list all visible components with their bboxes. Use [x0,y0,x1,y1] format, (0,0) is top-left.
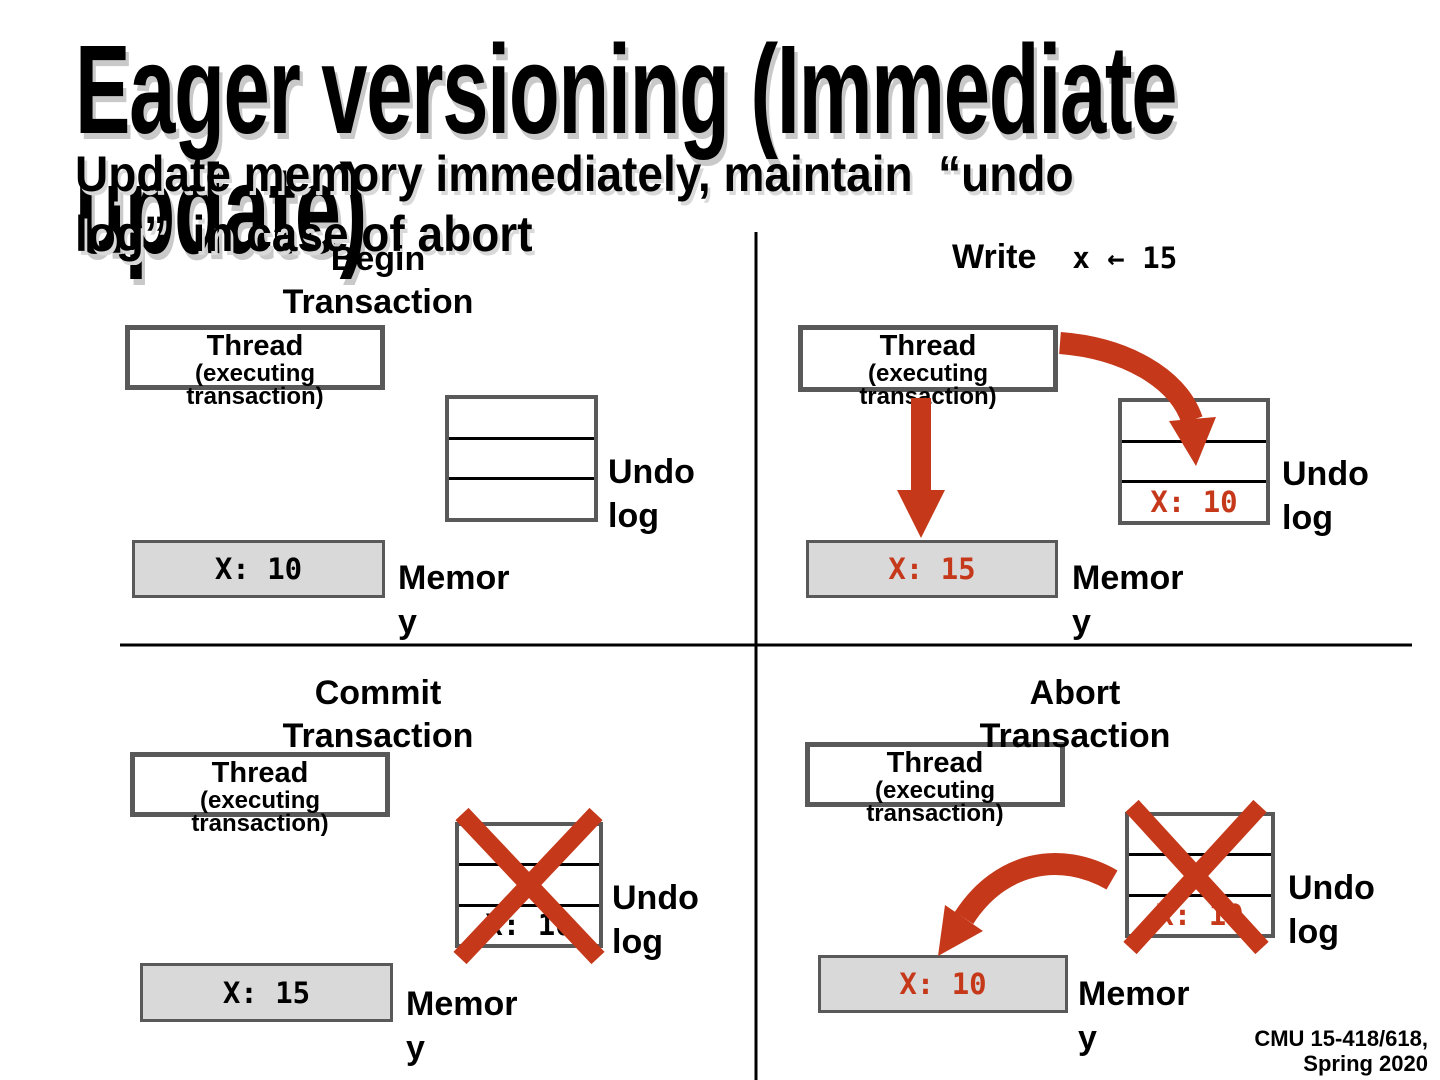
thread-sublabel-line1: (executing [867,360,989,387]
undo-log-label-line2: log [608,497,659,535]
memory-value: X: 15 [888,552,976,586]
course-footer-line1: CMU 15-418/618, [1254,1026,1428,1051]
slide-title-line2: update) [75,139,367,280]
undo-log-row [449,436,594,478]
thread-label: Thread [886,747,984,779]
undo-log-row [1122,439,1266,481]
write-heading-expression: x ← 15 [1072,241,1178,275]
memory-label-line2: y [1072,603,1091,641]
slide-subtitle-line1: Update memory immediately, maintain “und… [75,146,1074,202]
memory-box: X: 10 [818,955,1068,1013]
undo-log-table: X: 10 [1118,398,1270,525]
memory-label-line2: y [398,603,417,641]
undo-log-table: X: 10 [455,822,603,948]
undo-log-value: X: 10 [1156,898,1244,933]
thread-label: Thread [211,757,309,789]
undo-log-row: X: 10 [1129,893,1271,934]
thread-sublabel-line2: transaction) [859,383,997,410]
memory-label: Memor y [398,556,509,644]
undo-log-label-line1: Undo [612,879,699,917]
thread-sublabel-line1: (executing [874,777,996,804]
undo-log-label-line1: Undo [1282,455,1369,493]
write-to-memory-arrow-icon [897,398,945,538]
thread-label: Thread [206,330,304,362]
memory-label: Memor y [1078,972,1189,1060]
undo-log-row [449,477,594,518]
undo-log-row [1129,816,1271,853]
undo-log-label-line1: Undo [1288,869,1375,907]
undo-log-label: Undo log [612,876,699,964]
memory-label: Memor y [1072,556,1183,644]
undo-log-label-line2: log [612,923,663,961]
thread-sublabel-line2: transaction) [866,800,1004,827]
undo-log-label: Undo log [608,450,695,538]
undo-log-row [459,863,599,903]
memory-label-line1: Memor [1078,975,1190,1013]
undo-log-row: X: 10 [459,903,599,944]
undo-log-label-line2: log [1282,499,1333,537]
thread-box: Thread (executing transaction) [125,325,385,409]
write-heading-word: Write [952,238,1037,276]
thread-label: Thread [879,330,977,362]
begin-heading-line1: Begin [330,240,426,278]
undo-log-label-line2: log [1288,913,1339,951]
course-footer: CMU 15-418/618,Spring 2020 [1254,1026,1428,1076]
commit-heading-line2: Transaction [282,717,474,755]
undo-log-label: Undo log [1288,866,1375,954]
restore-memory-arrow-icon [938,853,1118,956]
undo-log-label-line1: Undo [608,453,695,491]
memory-value: X: 10 [214,552,303,586]
memory-label-line1: Memor [398,559,510,597]
memory-label-line2: y [1078,1019,1097,1057]
abort-heading-line2: Transaction [979,717,1171,755]
memory-label-line1: Memor [406,985,518,1023]
begin-heading-line2: Transaction [282,283,474,321]
thread-sublabel-line1: (executing [194,360,316,387]
course-footer-line2: Spring 2020 [1303,1051,1428,1076]
undo-log-label: Undo log [1282,452,1369,540]
memory-box: X: 10 [132,540,385,598]
memory-value: X: 10 [899,967,987,1001]
slide-subtitle: Update memory immediately, maintain “und… [75,144,1440,264]
undo-log-table: X: 10 [1125,812,1275,938]
memory-label: Memor y [406,982,517,1070]
write-heading: Write x ← 15 [952,238,1177,277]
undo-log-value: X: 10 [1150,485,1238,520]
memory-label-line1: Memor [1072,559,1184,597]
undo-log-row [449,399,594,437]
memory-label-line2: y [406,1029,425,1067]
undo-log-row [1129,853,1271,893]
memory-value: X: 15 [222,975,311,1010]
thread-box: Thread (executing transaction) [805,742,1065,826]
commit-heading-line1: Commit [314,674,442,712]
undo-log-row: X: 10 [1122,480,1266,521]
thread-box: Thread (executing transaction) [798,325,1058,409]
memory-box: X: 15 [140,963,393,1022]
undo-log-row [459,826,599,863]
slide-title-line1: Eager versioning (Immediate [75,19,1178,160]
undo-log-row [1122,402,1266,440]
undo-log-value: X: 10 [485,908,573,943]
thread-sublabel-line2: transaction) [186,383,324,410]
memory-box: X: 15 [806,540,1058,598]
thread-sublabel-line1: (executing [199,787,321,814]
slide-subtitle-line2: log” in case of abort [75,206,533,262]
undo-log-table [445,395,598,522]
thread-box: Thread (executing transaction) [130,752,390,836]
thread-sublabel-line2: transaction) [191,810,329,837]
abort-heading-line1: Abort [1029,674,1121,712]
